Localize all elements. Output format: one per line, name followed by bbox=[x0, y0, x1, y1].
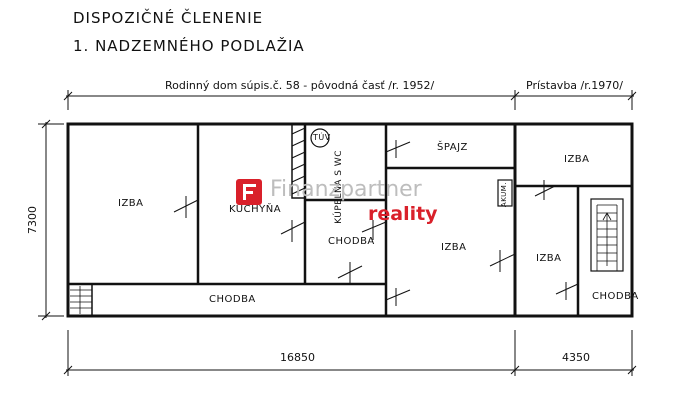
section-original-label: Rodinný dom súpis.č. 58 - pôvodná časť /… bbox=[165, 79, 435, 92]
watermark-brand: Finanzpartner bbox=[270, 177, 422, 202]
room-label-chodba-bottom: CHODBA bbox=[209, 294, 256, 305]
room-label-kuchyna: KUCHYŇA bbox=[229, 204, 282, 215]
dimension-length-original: 16850 bbox=[280, 351, 315, 364]
dimension-depth: 7300 bbox=[26, 206, 39, 234]
room-label-izba-ext: IZBA bbox=[536, 253, 562, 264]
room-label-chodba-ext: CHODBA bbox=[592, 291, 639, 302]
room-label-akum: AKUM. bbox=[500, 182, 508, 208]
section-extension-label: Prístavba /r.1970/ bbox=[526, 79, 623, 92]
accumulation-tank bbox=[497, 179, 513, 207]
boiler-symbol bbox=[310, 128, 330, 148]
plan-title-line2: 1. NADZEMNÉHO PODLAŽIA bbox=[73, 37, 305, 55]
watermark-logo: Finanzpartner reality bbox=[236, 177, 448, 229]
watermark-sub: reality bbox=[368, 203, 438, 225]
plan-title-line1: DISPOZIČNÉ ČLENENIE bbox=[73, 9, 264, 27]
staircase bbox=[590, 198, 624, 272]
watermark-logo-icon bbox=[236, 179, 262, 205]
room-label-spajz: ŠPAJZ bbox=[437, 142, 468, 153]
room-label-izba-left: IZBA bbox=[118, 198, 144, 209]
room-label-izba-center: IZBA bbox=[441, 242, 467, 253]
room-label-izba-ext-top: IZBA bbox=[564, 154, 590, 165]
dimension-length-extension: 4350 bbox=[562, 351, 590, 364]
room-label-tuv: TÚV bbox=[313, 133, 331, 142]
room-label-chodba-small: CHODBA bbox=[328, 236, 375, 247]
outer-walls bbox=[66, 122, 634, 318]
